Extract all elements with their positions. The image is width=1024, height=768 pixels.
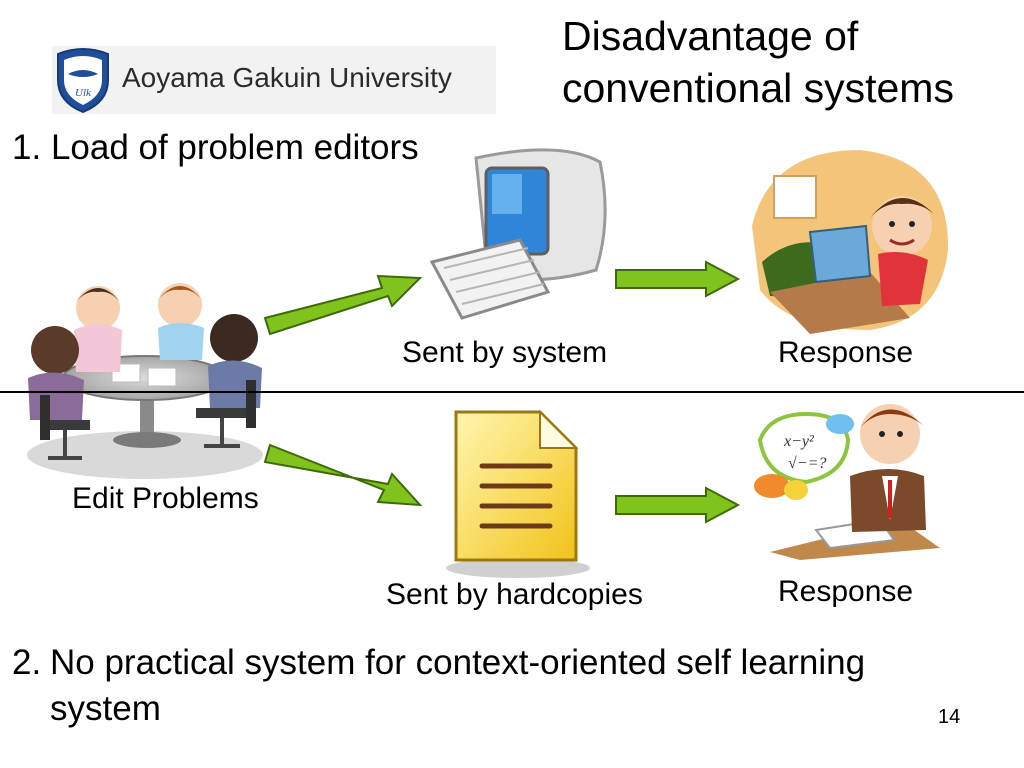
point-2: 2.No practical system for context-orient… — [12, 640, 1012, 732]
sent-by-system-label: Sent by system — [402, 336, 608, 369]
svg-text:√−=?: √−=? — [788, 455, 826, 472]
logo-text: Aoyama Gakuin University — [122, 62, 452, 93]
student-reading-icon: x−y² √−=? — [754, 404, 940, 560]
point-1: 1. Load of problem editors — [12, 128, 419, 168]
computer-icon — [429, 148, 607, 320]
point-2-text-line-1: No practical system for context-oriented… — [50, 643, 866, 682]
point-1-text: Load of problem editors — [50, 128, 419, 167]
shield-icon: Ulk — [57, 48, 109, 114]
arrow-to-hardcopies — [263, 443, 423, 507]
section-divider — [0, 391, 1024, 393]
point-2-text-line-2: system — [50, 689, 161, 728]
arrow-hardcopies-to-response — [615, 486, 741, 524]
title-line-2: conventional systems — [562, 65, 954, 111]
response-label-lower: Response — [778, 575, 914, 608]
point-1-number: 1. — [12, 128, 42, 167]
page-number: 14 — [938, 706, 961, 728]
document-icon — [446, 409, 590, 578]
arrow-to-system — [263, 274, 423, 336]
response-label-upper: Response — [778, 336, 914, 369]
sent-by-hardcopies-label: Sent by hardcopies — [386, 578, 643, 611]
university-logo — [52, 46, 496, 114]
meeting-group-icon — [27, 283, 263, 479]
arrow-system-to-response — [615, 260, 741, 298]
student-computer-icon — [752, 150, 949, 334]
edit-problems-label: Edit Problems — [72, 482, 259, 515]
title-line-1: Disadvantage of — [562, 13, 859, 59]
point-2-number: 2. — [12, 643, 42, 682]
slide-title: Disadvantage of conventional systems — [562, 10, 1022, 114]
svg-text:x−y²: x−y² — [783, 433, 815, 450]
svg-text:Ulk: Ulk — [75, 87, 92, 99]
